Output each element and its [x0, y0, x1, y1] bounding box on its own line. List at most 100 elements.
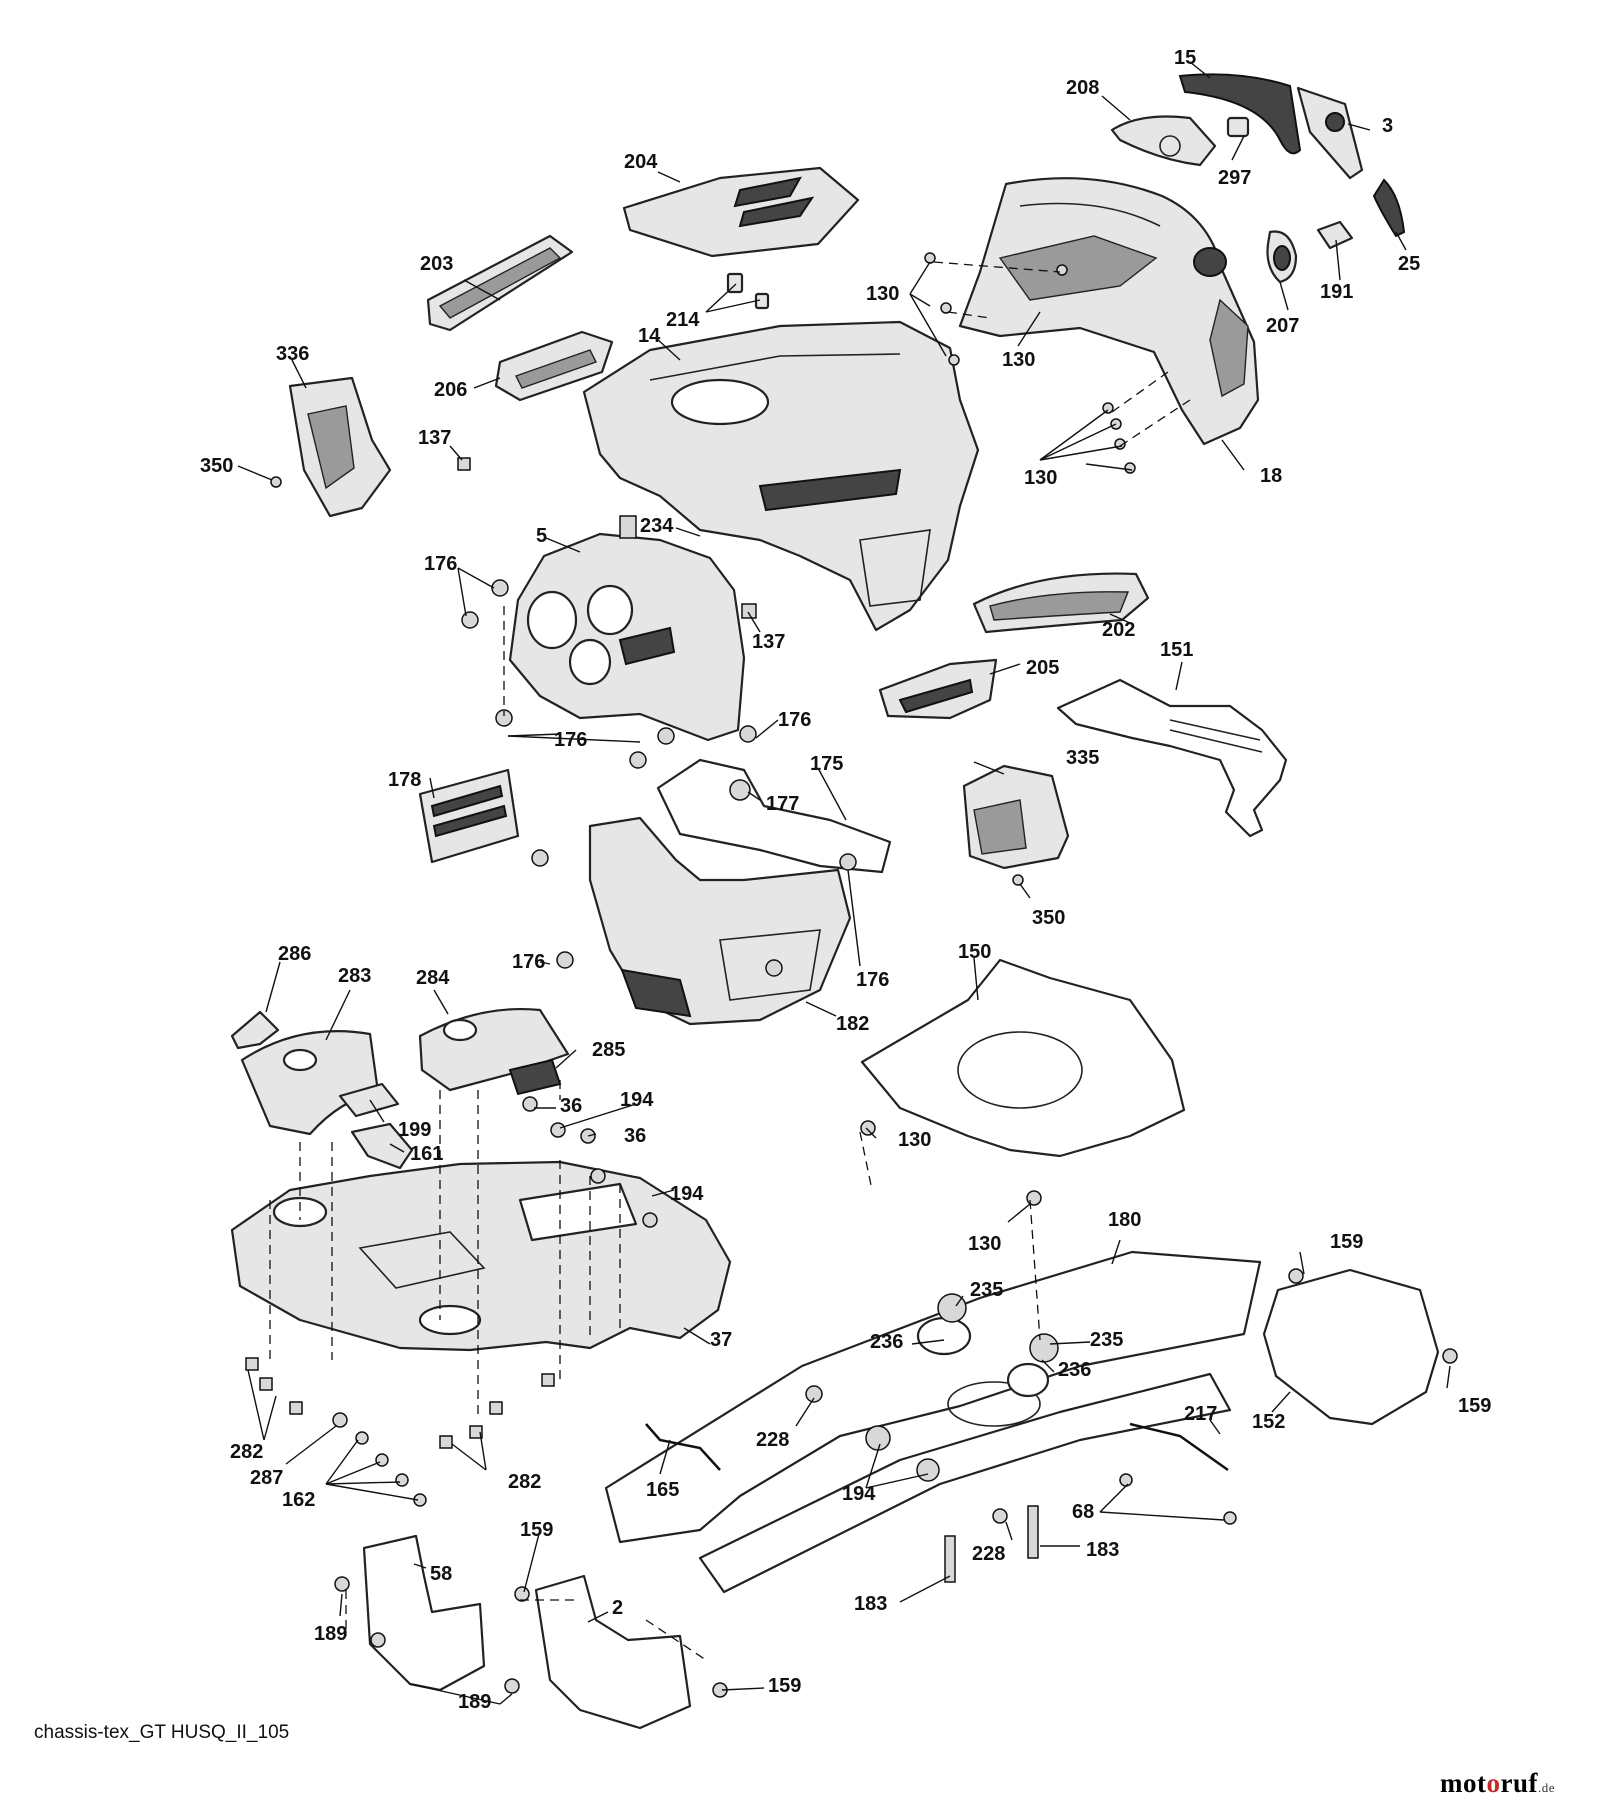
callout-36: 36: [624, 1125, 646, 1147]
callout-150: 150: [958, 941, 991, 963]
part-152-rear-bracket: [1262, 1268, 1440, 1426]
callout-2: 2: [612, 1597, 623, 1619]
part-180-frame: [604, 1250, 1262, 1594]
part-175-bracket: [656, 758, 892, 874]
callout-182: 182: [836, 1013, 869, 1035]
part-14-hood: [582, 320, 980, 632]
callout-189: 189: [458, 1691, 491, 1713]
callout-130: 130: [898, 1129, 931, 1151]
callout-236: 236: [1058, 1359, 1091, 1381]
callout-335: 335: [1066, 747, 1099, 769]
callout-5: 5: [536, 525, 547, 547]
callout-130: 130: [968, 1233, 1001, 1255]
callout-350: 350: [1032, 907, 1065, 929]
part-336-side-panel: [288, 376, 392, 518]
part-191-bracket: [1316, 220, 1354, 250]
callout-152: 152: [1252, 1411, 1285, 1433]
callout-207: 207: [1266, 315, 1299, 337]
part-214-clips: [726, 272, 770, 310]
callout-194: 194: [670, 1183, 704, 1205]
part-199-bracket: [338, 1082, 400, 1118]
callout-178: 178: [388, 769, 421, 791]
callout-228: 228: [756, 1429, 789, 1451]
callout-189: 189: [314, 1623, 347, 1645]
callout-176: 176: [512, 951, 545, 973]
part-335-side-panel: [962, 764, 1070, 870]
callout-183: 183: [854, 1593, 887, 1615]
callout-15: 15: [1174, 47, 1196, 69]
part-202-grille: [972, 572, 1150, 634]
callout-285: 285: [592, 1039, 625, 1061]
callout-159: 159: [768, 1675, 801, 1697]
leader-lines: [237, 61, 1451, 1705]
part-161-bracket: [350, 1122, 414, 1170]
part-58-bracket: [362, 1534, 486, 1692]
alignment-lines: [269, 261, 1191, 1661]
callout-236: 236: [870, 1331, 903, 1353]
callout-234: 234: [640, 515, 674, 537]
part-2-bracket: [534, 1574, 692, 1730]
part-217-rod: [1129, 1422, 1229, 1472]
callout-204: 204: [624, 151, 658, 173]
brand-prefix: mot: [1440, 1768, 1487, 1798]
callout-183: 183: [1086, 1539, 1119, 1561]
callout-282: 282: [508, 1471, 541, 1493]
brand-o-letter: o: [1486, 1768, 1501, 1798]
callout-194: 194: [842, 1483, 876, 1505]
callout-287: 287: [250, 1467, 283, 1489]
callout-159: 159: [520, 1519, 553, 1541]
callout-25: 25: [1398, 253, 1420, 275]
callout-137: 137: [418, 427, 451, 449]
callout-206: 206: [434, 379, 467, 401]
callout-36: 36: [560, 1095, 582, 1117]
callout-130: 130: [1002, 349, 1035, 371]
callout-176: 176: [424, 553, 457, 575]
part-15-trim-strip: [1178, 73, 1302, 155]
callout-235: 235: [970, 1279, 1003, 1301]
part-283-cover: [240, 1030, 380, 1136]
part-151-bracket: [1056, 678, 1288, 838]
callout-180: 180: [1108, 1209, 1141, 1231]
part-297-clip: [1226, 116, 1250, 138]
callout-176: 176: [856, 969, 889, 991]
callout-58: 58: [430, 1563, 452, 1585]
callout-labels: 15 208 3 297 204 25 191 207 203 130 214 …: [200, 47, 1491, 1713]
callout-208: 208: [1066, 77, 1099, 99]
callout-137: 137: [752, 631, 785, 653]
part-205-lens: [878, 658, 998, 720]
callout-68: 68: [1072, 1501, 1094, 1523]
brand-tld: .de: [1537, 1780, 1556, 1795]
part-18-hood-front: [958, 177, 1260, 446]
callout-194: 194: [620, 1089, 654, 1111]
callout-336: 336: [276, 343, 309, 365]
part-177-bushing: [729, 779, 751, 801]
callout-151: 151: [1160, 639, 1193, 661]
part-3-lens-bracket: [1296, 86, 1364, 180]
callout-159: 159: [1330, 1231, 1363, 1253]
callout-177: 177: [766, 793, 799, 815]
motoruf-logo[interactable]: motoruf.de: [1440, 1768, 1555, 1799]
part-5-dash-panel: [508, 532, 746, 742]
callout-162: 162: [282, 1489, 315, 1511]
part-182-lower-dash: [588, 816, 852, 1026]
callout-228: 228: [972, 1543, 1005, 1565]
brand-suffix: ruf: [1500, 1768, 1538, 1798]
callout-130: 130: [1024, 467, 1057, 489]
callout-176: 176: [554, 729, 587, 751]
callout-176: 176: [778, 709, 811, 731]
callout-191: 191: [1320, 281, 1353, 303]
diagram-caption: chassis-tex_GT HUSQ_II_105: [34, 1722, 290, 1743]
callout-235: 235: [1090, 1329, 1123, 1351]
part-165-rod: [645, 1423, 721, 1471]
callout-214: 214: [666, 309, 700, 331]
callout-205: 205: [1026, 657, 1059, 679]
callout-297: 297: [1218, 167, 1251, 189]
part-25-side-trim: [1372, 178, 1406, 238]
part-208-headlight-housing: [1110, 115, 1217, 167]
callout-159: 159: [1458, 1395, 1491, 1417]
callout-3: 3: [1382, 115, 1393, 137]
callout-199: 199: [398, 1119, 431, 1141]
callout-284: 284: [416, 967, 450, 989]
part-207-headlight-lamp: [1266, 230, 1298, 284]
